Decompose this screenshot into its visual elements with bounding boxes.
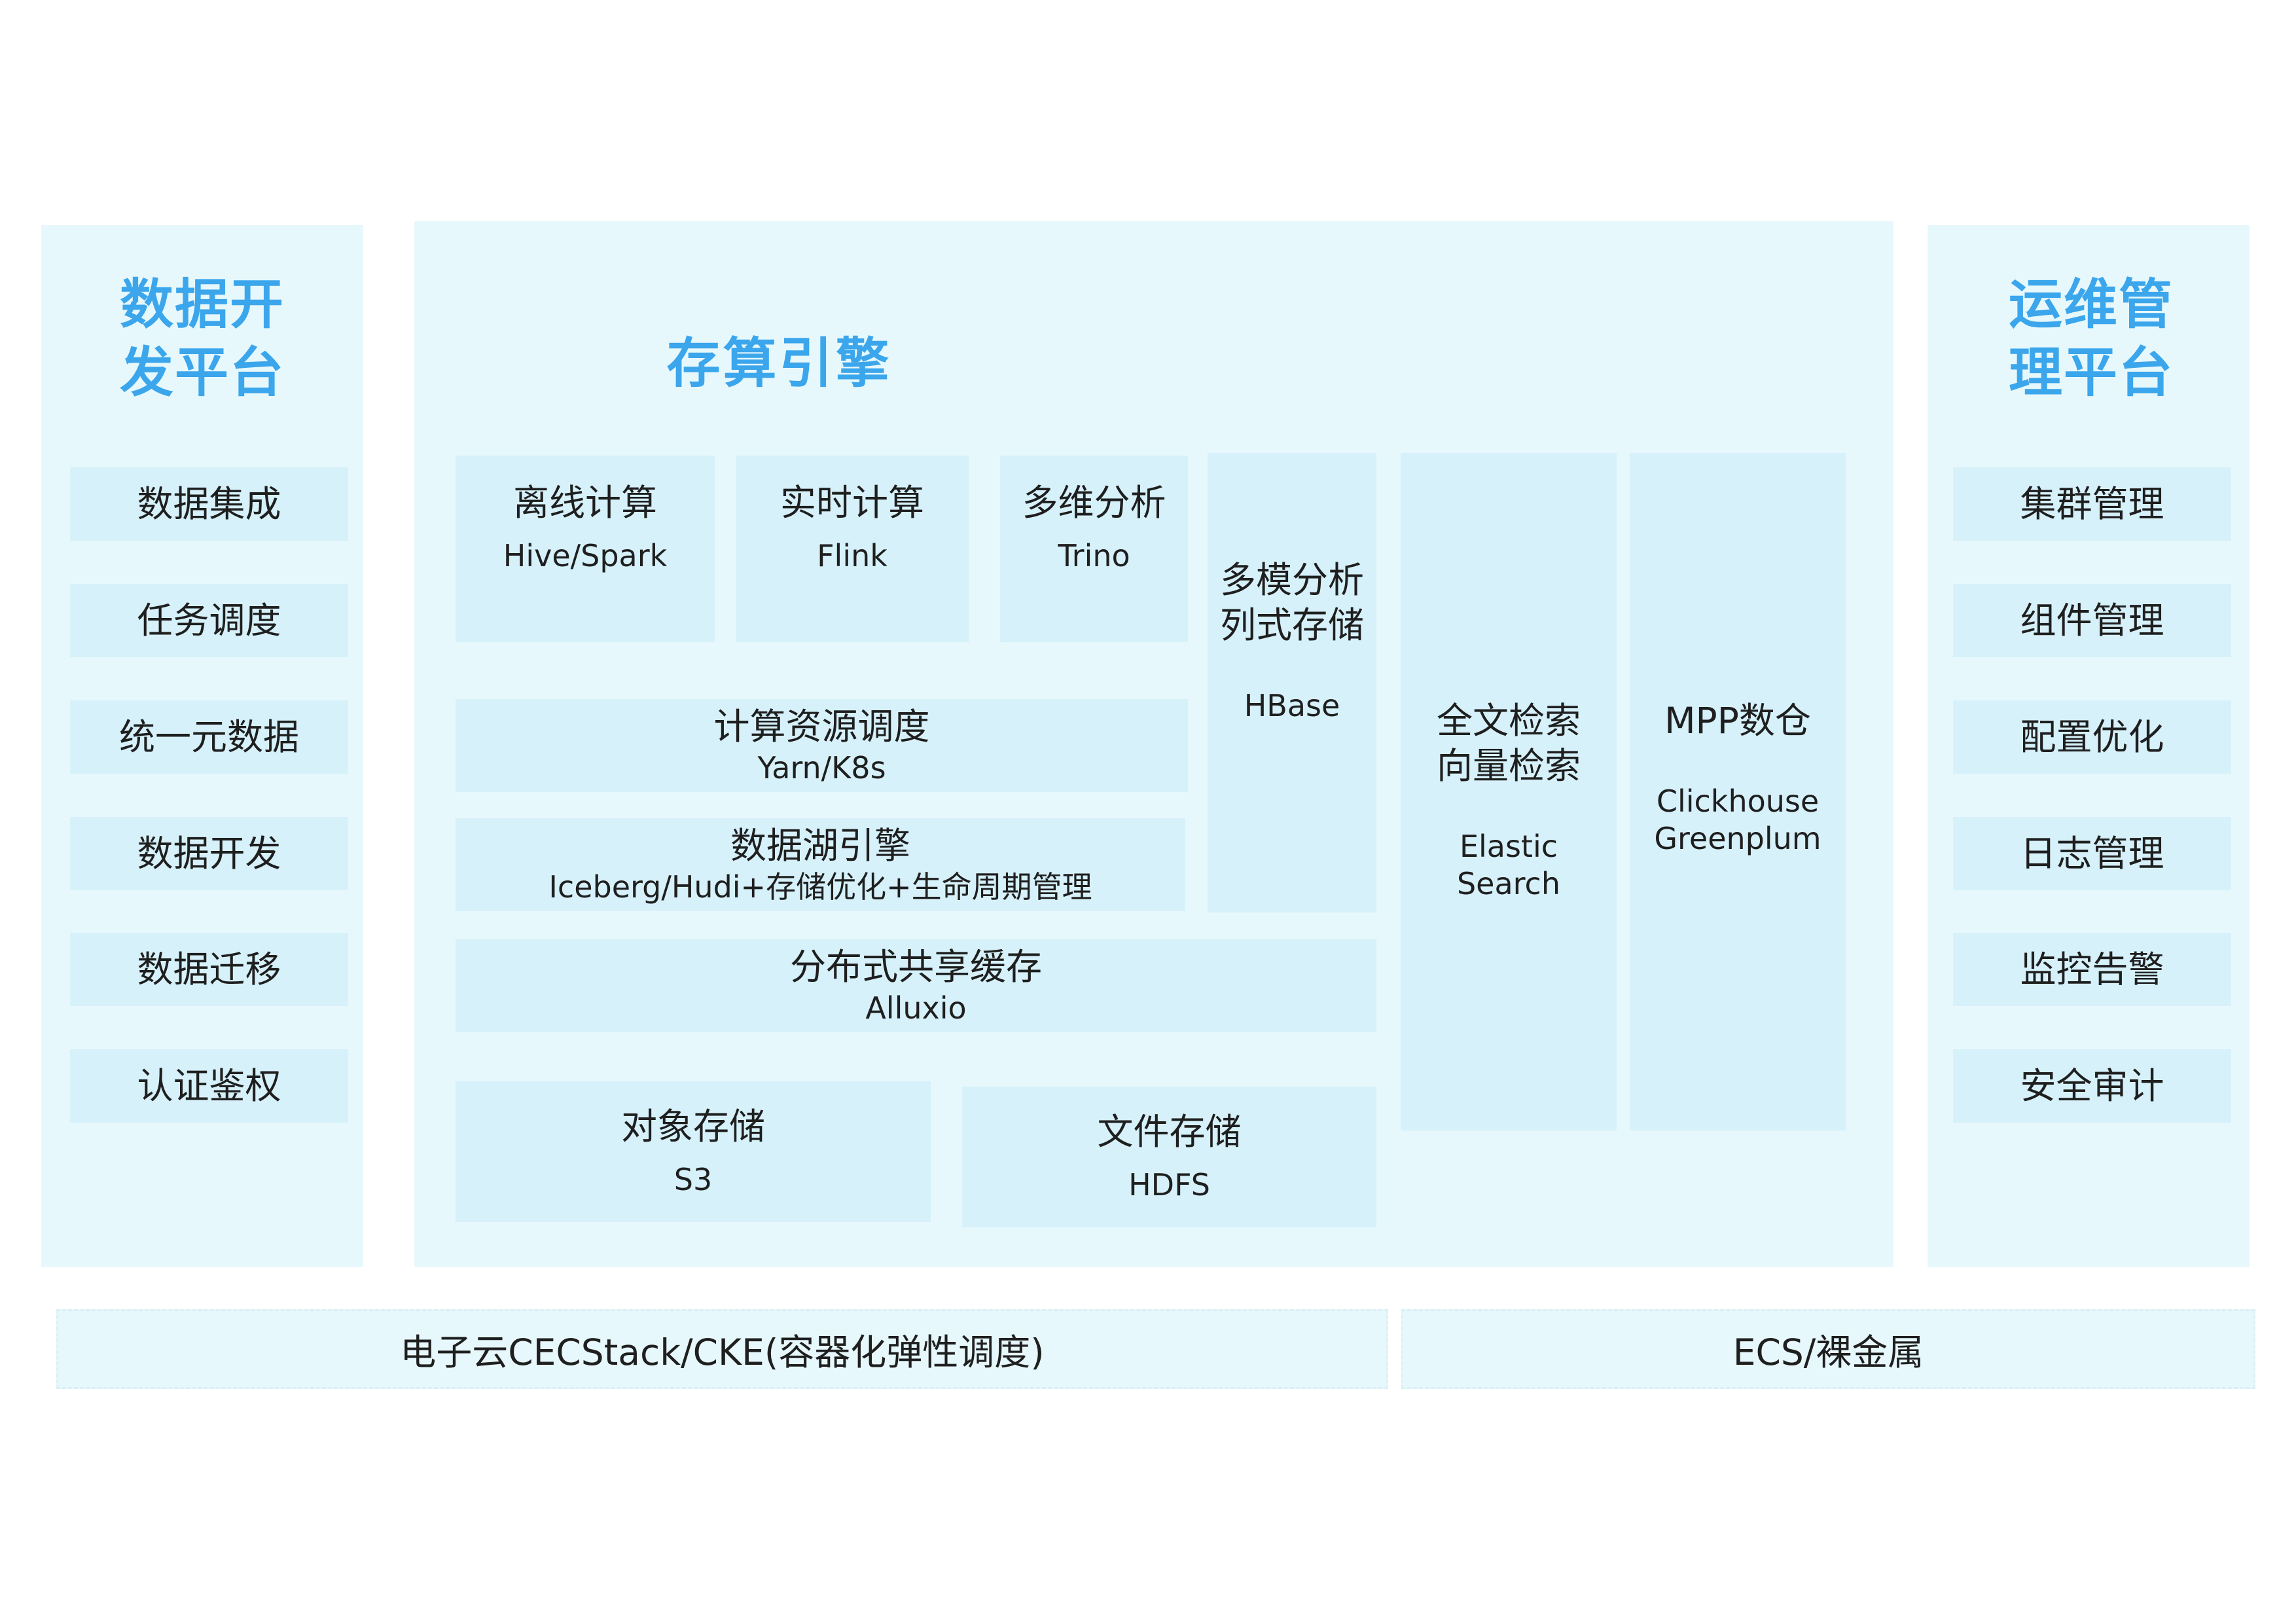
resource-scheduling-title: 计算资源调度 [713, 705, 930, 748]
distributed-cache-box[interactable]: 分布式共享缓存 Alluxio [456, 939, 1376, 1032]
resource-scheduling-sub: Yarn/K8s [757, 749, 886, 785]
left-item-unified-metadata[interactable]: 统一元数据 [70, 700, 348, 774]
search-sub-line1: Elastic [1459, 828, 1558, 864]
offline-compute-title: 离线计算 [512, 482, 657, 524]
right-item-config-optimization[interactable]: 配置优化 [1953, 700, 2231, 774]
object-storage-sub: S3 [673, 1162, 713, 1198]
distributed-cache-title: 分布式共享缓存 [789, 945, 1042, 988]
multidim-analysis-title: 多维分析 [1022, 482, 1166, 524]
mpp-sub-line2: Greenplum [1654, 821, 1821, 857]
left-item-auth[interactable]: 认证鉴权 [70, 1049, 348, 1123]
title-line: 运维管 [2008, 274, 2174, 336]
offline-compute-sub: Hive/Spark [503, 537, 668, 573]
file-storage-sub: HDFS [1128, 1167, 1210, 1203]
left-item-data-migration[interactable]: 数据迁移 [70, 933, 348, 1006]
left-item-data-development[interactable]: 数据开发 [70, 817, 348, 890]
search-sub-line2: Search [1456, 866, 1561, 901]
ops-platform-title: 运维管 理平台 [1928, 271, 2255, 407]
mpp-title: MPP数仓 [1664, 700, 1811, 742]
right-item-cluster-management[interactable]: 集群管理 [1953, 467, 2231, 541]
file-storage-box[interactable]: 文件存储 HDFS [962, 1087, 1376, 1227]
realtime-compute-box[interactable]: 实时计算 Flink [736, 456, 969, 642]
data-lake-engine-sub: Iceberg/Hudi+存储优化+生命周期管理 [548, 869, 1092, 905]
hbase-title-line2: 列式存储 [1219, 604, 1364, 646]
offline-compute-box[interactable]: 离线计算 Hive/Spark [456, 456, 715, 642]
ecs-baremetal-bar[interactable]: ECS/裸金属 [1401, 1309, 2255, 1389]
ecs-baremetal-label: ECS/裸金属 [1732, 1331, 1924, 1373]
right-item-component-management[interactable]: 组件管理 [1953, 584, 2231, 657]
left-item-data-integration[interactable]: 数据集成 [70, 467, 348, 541]
mpp-sub-line1: Clickhouse [1656, 783, 1820, 819]
data-dev-platform-title: 数据开 发平台 [41, 271, 363, 407]
container-platform-label: 电子云CECStack/CKE(容器化弹性调度) [400, 1331, 1045, 1373]
file-storage-title: 文件存储 [1097, 1111, 1242, 1153]
search-box[interactable]: 全文检索 向量检索 Elastic Search [1401, 453, 1617, 1130]
resource-scheduling-box[interactable]: 计算资源调度 Yarn/K8s [456, 699, 1188, 792]
object-storage-box[interactable]: 对象存储 S3 [456, 1081, 931, 1222]
search-title-line2: 向量检索 [1436, 744, 1581, 787]
object-storage-title: 对象存储 [620, 1106, 765, 1148]
multidim-analysis-box[interactable]: 多维分析 Trino [1000, 456, 1188, 642]
data-lake-engine-box[interactable]: 数据湖引擎 Iceberg/Hudi+存储优化+生命周期管理 [456, 818, 1185, 911]
multidim-analysis-sub: Trino [1058, 537, 1130, 573]
mpp-box[interactable]: MPP数仓 Clickhouse Greenplum [1630, 453, 1846, 1130]
right-item-security-audit[interactable]: 安全审计 [1953, 1049, 2231, 1123]
hbase-sub: HBase [1244, 687, 1340, 723]
title-line: 发平台 [119, 342, 285, 404]
distributed-cache-sub: Alluxio [865, 990, 967, 1026]
left-item-task-scheduling[interactable]: 任务调度 [70, 584, 348, 657]
hbase-title-line1: 多模分析 [1219, 559, 1364, 601]
container-platform-bar[interactable]: 电子云CECStack/CKE(容器化弹性调度) [56, 1309, 1388, 1389]
data-lake-engine-title: 数据湖引擎 [730, 824, 910, 867]
hbase-box[interactable]: 多模分析 列式存储 HBase [1208, 453, 1376, 912]
search-title-line1: 全文检索 [1436, 700, 1581, 742]
compute-storage-engine-title: 存算引擎 [666, 333, 892, 395]
title-line: 理平台 [2008, 342, 2174, 404]
realtime-compute-sub: Flink [817, 537, 888, 573]
right-item-monitoring-alerts[interactable]: 监控告警 [1953, 933, 2231, 1006]
title-line: 数据开 [119, 274, 285, 336]
realtime-compute-title: 实时计算 [780, 482, 924, 524]
right-item-log-management[interactable]: 日志管理 [1953, 817, 2231, 890]
